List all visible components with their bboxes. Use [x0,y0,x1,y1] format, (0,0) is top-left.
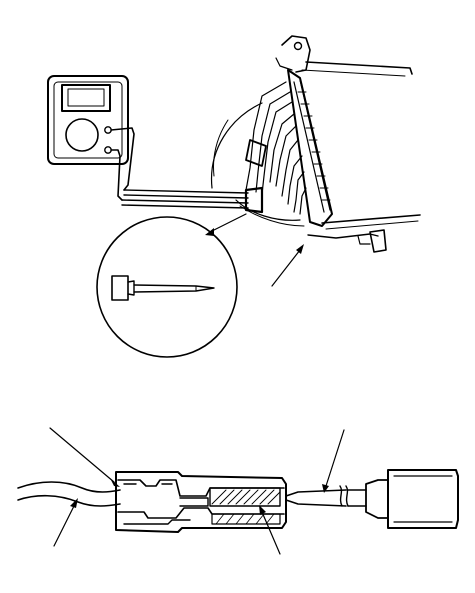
back-probe-icon [285,469,459,529]
multimeter-dial [65,118,99,152]
probe-detail-callout [96,213,247,358]
test-leads [110,127,264,214]
wire-insulation [17,481,121,507]
multimeter-display [61,84,111,112]
leader-line-contact [259,505,281,555]
contact-block-hatching [209,487,281,507]
connector-leader-arrow [271,244,304,287]
multimeter-icon [47,75,129,165]
leader-line-probe [322,429,345,493]
leader-line-terminal [49,427,120,487]
probe-tip-icon [111,275,215,301]
connector-housing-icon [210,35,421,253]
leader-line-wire [53,498,78,547]
lower-hatching [211,513,281,525]
terminal-cross-section-icon [17,471,287,533]
